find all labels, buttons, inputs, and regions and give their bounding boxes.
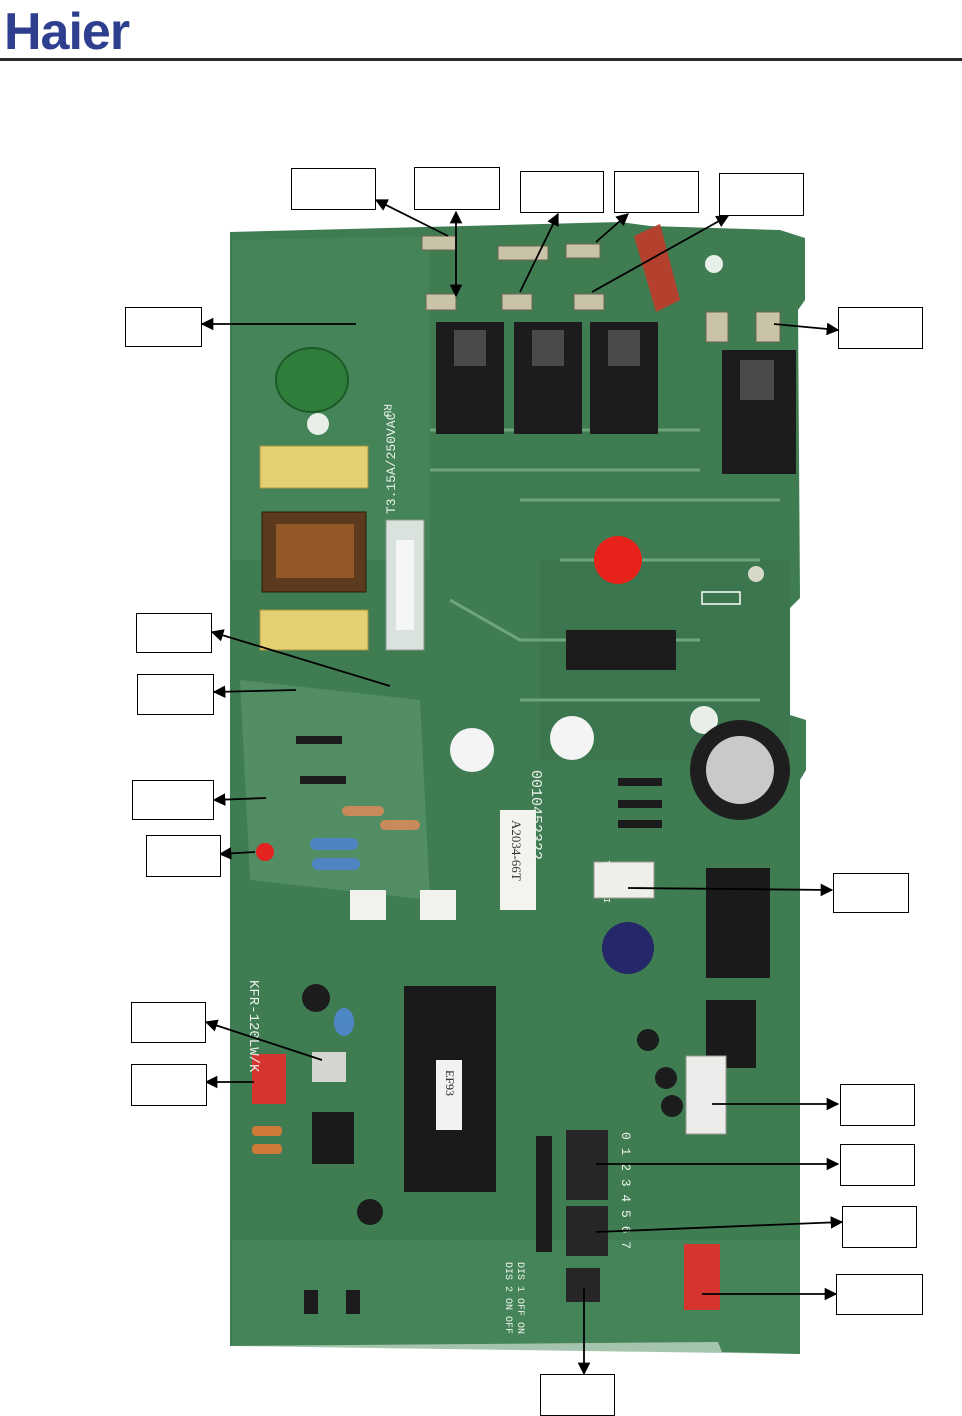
sticker-label [500, 810, 536, 910]
callout-box [833, 873, 909, 913]
callout-box [131, 1002, 206, 1043]
board-patch [240, 680, 430, 900]
led-c [748, 566, 764, 582]
red-dot [594, 536, 642, 584]
silk-dis-row2: DIS 1 OFF ON [514, 1262, 525, 1334]
small-capacitor [655, 1067, 677, 1089]
large-capacitor-top [706, 736, 774, 804]
qc-sticker [550, 716, 594, 760]
small-capacitor [302, 984, 330, 1012]
callout-box [137, 674, 214, 715]
callout-box [136, 613, 212, 653]
silk-model: KFR-120LW/K [245, 980, 261, 1073]
relay-labels [454, 330, 774, 400]
red-led [256, 843, 274, 861]
small-capacitor [357, 1199, 383, 1225]
callout-box [291, 168, 376, 210]
optocoupler [420, 890, 456, 920]
red-capacitor [634, 224, 680, 312]
mounting-hole [690, 706, 718, 734]
cn7-connector [685, 1055, 727, 1135]
x-capacitor-top [259, 445, 369, 489]
varistor-disc [275, 347, 349, 413]
silk-dis-row1: DIS 2 ON OFF [502, 1262, 513, 1334]
mounting-hole [307, 413, 329, 435]
silk-chip: EF93 [443, 1070, 457, 1096]
callout-box [838, 307, 923, 349]
callout-box [520, 171, 604, 213]
callout-box [719, 173, 804, 216]
capacitor-e2 [602, 922, 654, 974]
ic2-chip [566, 630, 676, 670]
12v-connector [684, 1244, 720, 1310]
small-capacitor [252, 1144, 282, 1154]
callout-arrows [200, 199, 844, 1376]
haier-logo: Haier [4, 3, 130, 61]
silk-trans: TRANS-II [601, 860, 611, 903]
jumper-block [312, 1052, 346, 1082]
callout-box [125, 307, 202, 347]
check-jumper [304, 1290, 318, 1314]
dip-switch-3 [566, 1268, 600, 1302]
silk-varistor: RU [380, 404, 392, 417]
trans-connector [593, 861, 655, 899]
fuse [396, 540, 414, 630]
silk-part-b: A2034-66T [509, 820, 524, 881]
silk-fuse: T3.15A/250VAC [384, 412, 399, 514]
small-capacitor [661, 1095, 683, 1117]
callout-box [840, 1144, 915, 1186]
choke-winding [276, 524, 354, 578]
x-capacitor-bottom [259, 609, 369, 651]
jumper-bar [536, 1136, 552, 1252]
r43 [701, 591, 741, 605]
heatsink [706, 868, 770, 978]
top-connectors [421, 235, 781, 343]
qc-sticker [450, 728, 494, 772]
resistors [310, 806, 420, 870]
dip-switch-1 [566, 1130, 608, 1200]
callout-box [540, 1374, 615, 1416]
silk-dip-numbers: 0 1 2 3 4 5 6 7 [618, 1132, 633, 1249]
callout-box [614, 171, 699, 213]
ic3-chip [312, 1112, 354, 1164]
small-capacitor [252, 1126, 282, 1136]
mcu-label [436, 1060, 462, 1130]
network-connector [252, 1054, 286, 1104]
header-rule [0, 58, 962, 61]
optocoupler [350, 890, 386, 920]
board-patch [232, 1240, 800, 1354]
callout-box [414, 167, 500, 210]
callout-box [842, 1206, 917, 1248]
callout-box [840, 1084, 915, 1126]
diodes [296, 736, 662, 828]
blue-capacitor [334, 1008, 354, 1036]
small-capacitor [637, 1029, 659, 1051]
callout-box [836, 1274, 923, 1315]
callout-box [131, 1064, 207, 1106]
callout-box [132, 780, 214, 820]
silk-part-a: 0010452322 [527, 770, 544, 860]
mounting-hole [705, 255, 723, 273]
xt-jumper [346, 1290, 360, 1314]
callout-box [146, 835, 221, 877]
